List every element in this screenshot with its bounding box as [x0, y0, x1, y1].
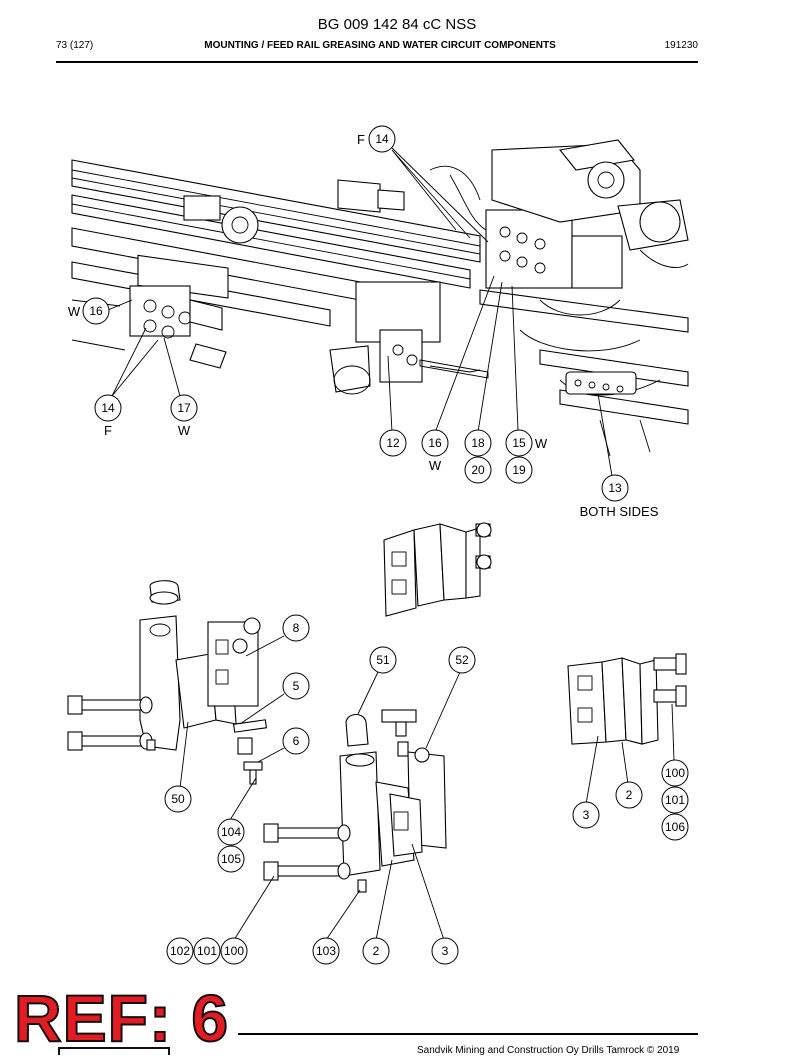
callout-16-left: 16 W: [68, 297, 110, 325]
clamp-halves-illustration: [383, 522, 492, 617]
svg-text:F: F: [357, 132, 365, 147]
svg-text:13: 13: [608, 481, 622, 495]
svg-text:W: W: [68, 304, 81, 319]
svg-text:16: 16: [428, 436, 442, 450]
svg-text:20: 20: [471, 463, 485, 477]
callout-13: 13 BOTH SIDES: [580, 474, 659, 519]
svg-text:2: 2: [626, 788, 633, 802]
callout-12: 12: [379, 429, 407, 457]
copyright-footer: Sandvik Mining and Construction Oy Drill…: [417, 1045, 680, 1056]
callout-52: 52: [448, 646, 476, 674]
svg-text:102: 102: [170, 944, 190, 958]
svg-text:104: 104: [221, 825, 241, 839]
svg-text:50: 50: [171, 792, 185, 806]
callout-101-bottom: 101: [193, 937, 221, 965]
svg-text:105: 105: [221, 852, 241, 866]
svg-text:16: 16: [89, 304, 103, 318]
callout-102: 102: [166, 937, 194, 965]
svg-text:101: 101: [197, 944, 217, 958]
page-number: 73 (127): [56, 40, 94, 51]
callout-14-left: 14 F: [94, 394, 122, 438]
callout-20: 20: [464, 456, 492, 484]
callout-2-right: 2: [615, 781, 643, 809]
left-clamp-block-illustration: [67, 580, 268, 785]
callout-18: 18: [464, 429, 492, 457]
callout-6: 6: [282, 727, 310, 755]
callout-14-top: 14 F: [357, 125, 396, 153]
svg-text:W: W: [178, 423, 191, 438]
right-clamp-halves-illustration: [567, 653, 687, 745]
svg-text:F: F: [104, 423, 112, 438]
svg-text:5: 5: [293, 679, 300, 693]
svg-text:6: 6: [293, 734, 300, 748]
svg-text:15: 15: [512, 436, 526, 450]
svg-text:101: 101: [665, 793, 685, 807]
svg-text:19: 19: [512, 463, 526, 477]
callout-8: 8: [282, 614, 310, 642]
svg-text:2: 2: [373, 944, 380, 958]
callout-101-right: 101: [661, 786, 689, 814]
svg-text:51: 51: [376, 653, 390, 667]
svg-text:8: 8: [293, 621, 300, 635]
callout-103: 103: [312, 937, 340, 965]
svg-text:106: 106: [665, 820, 685, 834]
callout-16-center: 16 W: [421, 429, 449, 473]
section-title: MOUNTING / FEED RAIL GREASING AND WATER …: [204, 40, 556, 51]
callout-5: 5: [282, 672, 310, 700]
callout-104: 104: [217, 818, 245, 846]
svg-text:3: 3: [583, 808, 590, 822]
brand-logo-strip: [58, 1047, 170, 1055]
leader-lines: [107, 147, 675, 941]
callout-19: 19: [505, 456, 533, 484]
ref-stamp: REF: 6: [13, 981, 230, 1055]
svg-text:100: 100: [224, 944, 244, 958]
document-date: 191230: [664, 40, 698, 51]
footer-rule: [238, 1033, 698, 1035]
callout-100-right: 100: [661, 759, 689, 787]
svg-text:18: 18: [471, 436, 485, 450]
svg-text:BOTH SIDES: BOTH SIDES: [580, 504, 659, 519]
document-title: BG 009 142 84 cC NSS: [317, 16, 477, 33]
callout-3-right: 3: [572, 801, 600, 829]
callout-105: 105: [217, 845, 245, 873]
center-clamp-block-illustration: [263, 709, 447, 893]
svg-text:100: 100: [665, 766, 685, 780]
svg-text:17: 17: [177, 401, 191, 415]
feed-rail-assembly-illustration: [71, 139, 689, 457]
callout-15: 15 W: [505, 429, 548, 457]
callout-106: 106: [661, 813, 689, 841]
svg-text:W: W: [535, 436, 548, 451]
callout-100-bottom: 100: [220, 937, 248, 965]
svg-text:14: 14: [101, 401, 115, 415]
callout-3-bottom: 3: [431, 937, 459, 965]
svg-text:14: 14: [375, 132, 389, 146]
svg-text:52: 52: [455, 653, 469, 667]
header-rule: [56, 61, 698, 63]
svg-text:12: 12: [386, 436, 400, 450]
callout-2-bottom: 2: [362, 937, 390, 965]
svg-text:W: W: [429, 458, 442, 473]
svg-text:103: 103: [316, 944, 336, 958]
callout-51: 51: [369, 646, 397, 674]
callout-17: 17 W: [170, 394, 198, 438]
svg-text:3: 3: [442, 944, 449, 958]
callout-50: 50: [164, 785, 192, 813]
